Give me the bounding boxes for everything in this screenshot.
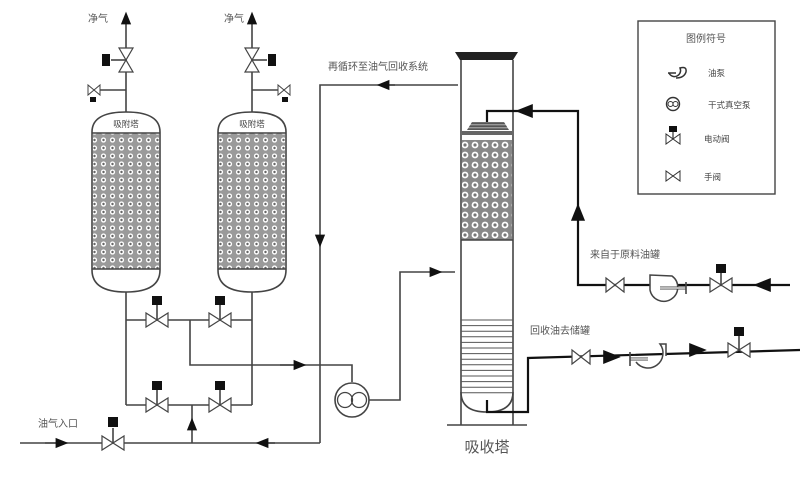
absorber-label: 吸收塔 bbox=[464, 438, 509, 456]
adsorber-right: 吸附塔 bbox=[217, 111, 287, 293]
tray-section bbox=[461, 319, 513, 394]
manual-valve-return[interactable] bbox=[571, 348, 591, 366]
absorption-tower: 吸收塔 bbox=[447, 52, 527, 456]
electric-valve-feed[interactable] bbox=[709, 264, 733, 294]
electric-valve-inlet[interactable] bbox=[101, 417, 125, 452]
electric-valve-upper-right[interactable] bbox=[208, 296, 232, 329]
adsorber-left: 吸附塔 bbox=[91, 111, 161, 293]
legend-label-electric-valve: 电动阀 bbox=[704, 134, 730, 145]
packing-bed bbox=[462, 140, 512, 240]
electric-valve-top-right[interactable] bbox=[243, 47, 276, 73]
pump-icon bbox=[668, 66, 687, 79]
gas-inlet-label: 油气入口 bbox=[38, 417, 78, 430]
adsorbent-bed bbox=[93, 133, 159, 269]
electric-valve-icon bbox=[665, 126, 681, 145]
clean-gas-left-label: 净气 bbox=[88, 12, 108, 25]
electric-valve-lower-right[interactable] bbox=[208, 381, 232, 414]
legend: 图例符号 油泵 干式真空泵 电动阀 手阀 bbox=[637, 20, 776, 195]
legend-title: 图例符号 bbox=[686, 32, 726, 45]
electric-valve-return[interactable] bbox=[727, 327, 751, 359]
adsorber-left-label: 吸附塔 bbox=[113, 119, 139, 130]
dry-vacuum-pump-icon bbox=[665, 96, 681, 112]
feed-from-label: 来自于原料油罐 bbox=[590, 248, 660, 261]
adsorber-right-label: 吸附塔 bbox=[239, 119, 265, 130]
electric-valve-upper-left[interactable] bbox=[145, 296, 169, 329]
electric-valve-lower-left[interactable] bbox=[145, 381, 169, 414]
manual-valve-vent-left[interactable] bbox=[87, 83, 101, 102]
tower-cap bbox=[455, 52, 518, 60]
adsorbent-bed bbox=[219, 133, 285, 269]
recycle-label: 再循环至油气回收系统 bbox=[328, 60, 428, 73]
oil-pump-feed bbox=[649, 274, 687, 303]
return-to-label: 回收油去储罐 bbox=[530, 324, 590, 337]
manual-valve-feed[interactable] bbox=[605, 276, 625, 294]
manual-valve-icon bbox=[665, 170, 681, 182]
clean-gas-right-label: 净气 bbox=[224, 12, 244, 25]
dry-vacuum-pump bbox=[334, 382, 370, 418]
oil-pump-return bbox=[629, 343, 667, 369]
legend-label-vacuum-pump: 干式真空泵 bbox=[708, 100, 751, 111]
legend-label-manual-valve: 手阀 bbox=[704, 172, 721, 183]
electric-valve-top-left[interactable] bbox=[102, 47, 135, 73]
legend-label-pump: 油泵 bbox=[708, 68, 726, 79]
manual-valve-vent-right[interactable] bbox=[277, 83, 291, 102]
